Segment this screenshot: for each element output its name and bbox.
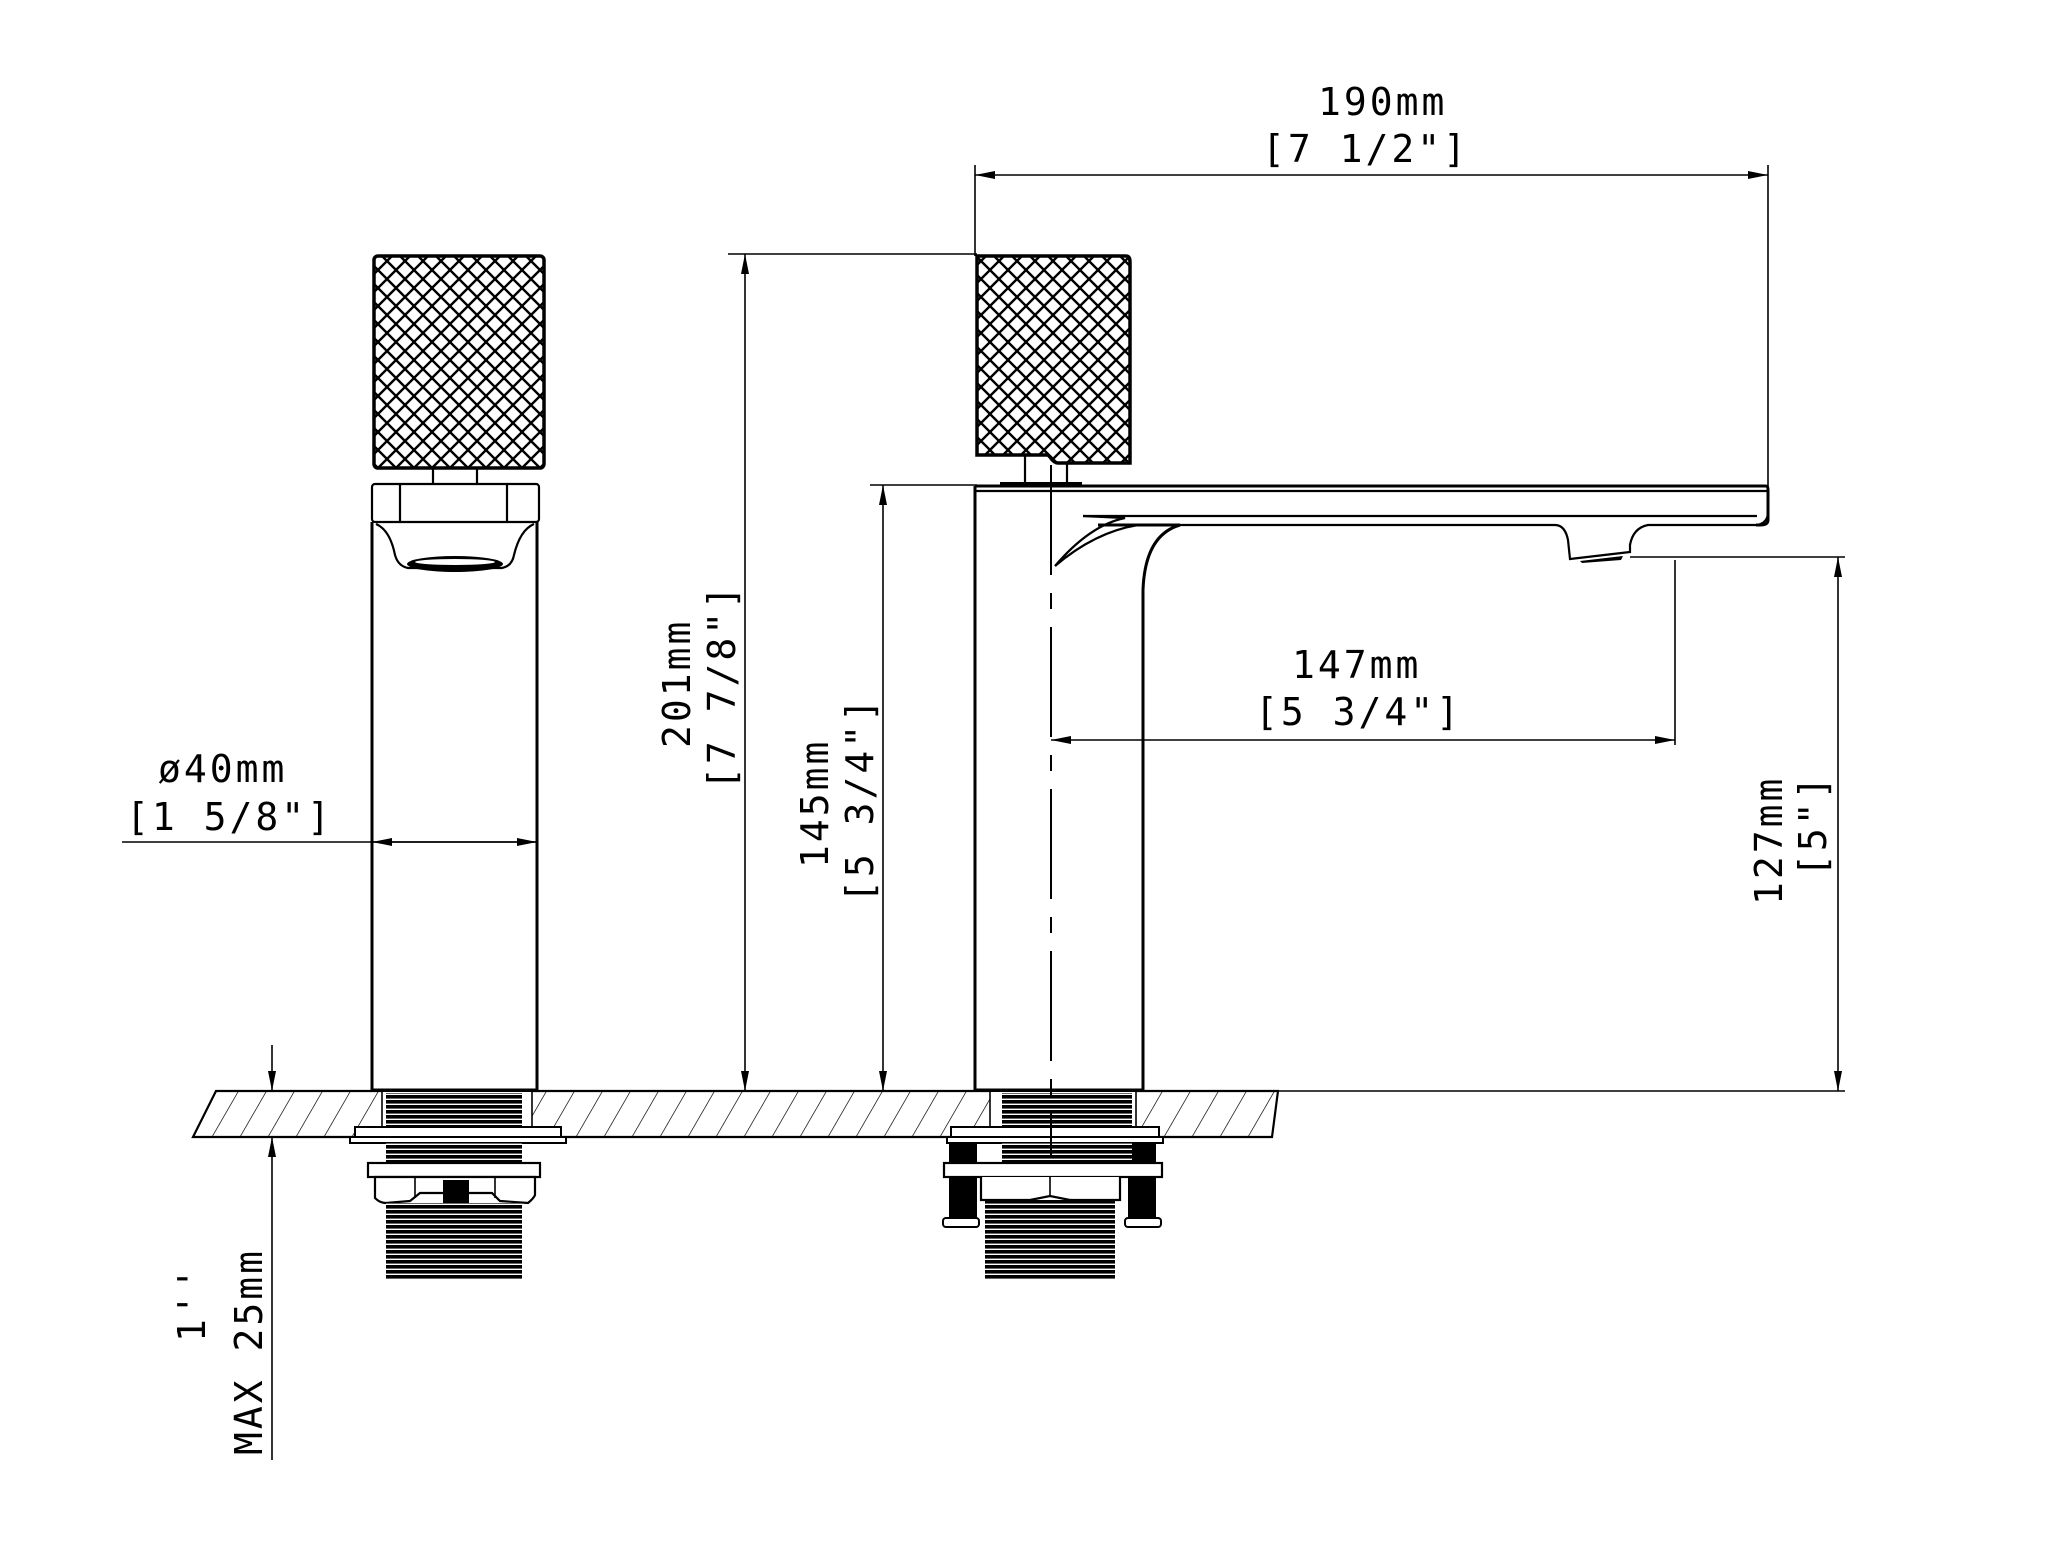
dimension-overall-height: 201mm [7 7/8"] — [655, 253, 977, 1091]
dimension-deck-thickness: MAX 25mm 1'' — [170, 1045, 276, 1460]
dim-40mm-label: ø40mm — [158, 747, 287, 791]
dimension-body-diameter: ø40mm [1 5/8"] — [122, 747, 537, 846]
dim-201mm-inch-label: [7 7/8"] — [700, 583, 744, 790]
dimension-overall-reach: 190mm [7 1/2"] — [974, 80, 1769, 486]
dim-145mm-inch-label: [5 3/4"] — [838, 696, 882, 903]
side-knurled-handle — [372, 254, 546, 470]
dimension-spout-reach: 147mm [5 3/4"] — [1051, 560, 1676, 745]
front-knurled-handle — [975, 254, 1132, 465]
front-view — [942, 254, 1770, 1280]
dim-147mm-label: 147mm — [1292, 643, 1421, 687]
dim-201mm-label: 201mm — [655, 619, 699, 748]
dimension-body-height: 145mm [5 3/4"] — [793, 484, 977, 1091]
side-view — [349, 254, 567, 1280]
dim-40mm-inch-label: [1 5/8"] — [126, 795, 333, 839]
dim-127mm-inch-label: [5"] — [1791, 773, 1835, 877]
dim-25mm-label: MAX 25mm — [227, 1248, 271, 1455]
dim-147mm-inch-label: [5 3/4"] — [1255, 690, 1462, 734]
dim-127mm-label: 127mm — [1747, 776, 1791, 905]
dim-190mm-label: 190mm — [1318, 80, 1447, 124]
dim-190mm-inch-label: [7 1/2"] — [1262, 127, 1469, 171]
dim-1inch-label: 1'' — [170, 1264, 214, 1342]
dim-145mm-label: 145mm — [793, 739, 837, 868]
dimension-spout-clearance: 127mm [5"] — [1630, 556, 1845, 1091]
